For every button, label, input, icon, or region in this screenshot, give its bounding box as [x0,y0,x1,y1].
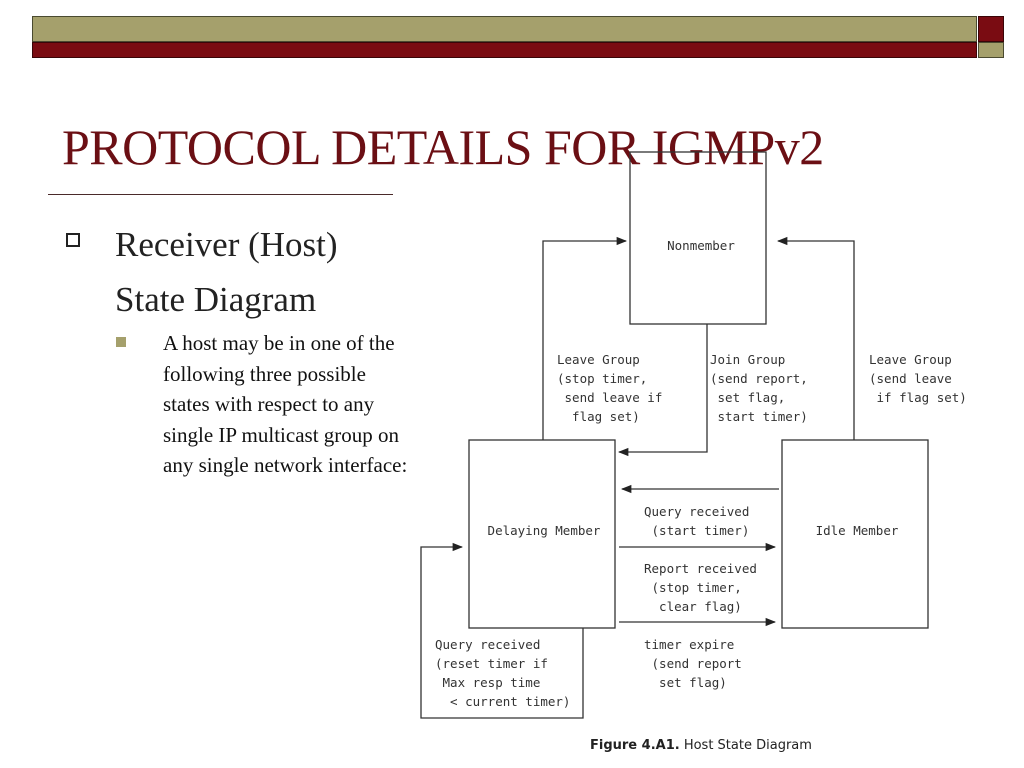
svg-text:(reset timer if: (reset timer if [435,656,548,671]
hollow-square-bullet-icon [66,233,80,247]
svg-text:(send leave: (send leave [869,371,952,386]
svg-text:start timer): start timer) [710,409,808,424]
label-join-group: Join Group (send report, set flag, start… [710,352,808,424]
svg-text:Join Group: Join Group [710,352,785,367]
bullet-level2: A host may be in one of the following th… [163,331,408,477]
header-corner-red [978,16,1004,42]
state-idle-label: Idle Member [816,523,899,538]
figure-caption: Figure 4.A1. Host State Diagram [590,738,812,753]
arrow-delaying-self-loop [420,542,584,719]
label-query-received-reset: Query received (reset timer if Max resp … [435,637,570,709]
label-leave-group-idle: Leave Group (send leave if flag set) [869,352,967,405]
svg-text:(stop timer,: (stop timer, [644,580,742,595]
svg-text:Leave Group: Leave Group [869,352,952,367]
svg-text:Max resp time: Max resp time [435,675,540,690]
title-underline [48,194,393,195]
svg-text:set flag): set flag) [644,675,727,690]
header-bar-red [32,42,977,58]
header-corner-olive [978,42,1004,58]
label-report-received: Report received (stop timer, clear flag) [644,561,757,614]
arrow-idle-to-nonmember [776,236,855,440]
svg-text:Report received: Report received [644,561,757,576]
bullet-level1: Receiver (Host) State Diagram [115,225,338,319]
state-nonmember-label: Nonmember [667,238,735,253]
label-leave-group-delaying: Leave Group (stop timer, send leave if f… [557,352,662,424]
label-timer-expires: timer expire (send report set flag) [644,637,742,690]
svg-text:< current timer): < current timer) [435,694,570,709]
svg-text:Leave Group: Leave Group [557,352,640,367]
header-bar-olive [32,16,977,42]
arrow-delaying-to-nonmember [542,236,628,440]
svg-text:(start timer): (start timer) [644,523,749,538]
svg-text:(stop timer,: (stop timer, [557,371,647,386]
state-idle-member [781,439,929,629]
state-delaying-member [468,439,616,629]
svg-text:if flag set): if flag set) [869,390,967,405]
svg-text:(send report: (send report [644,656,742,671]
svg-text:(send report,: (send report, [710,371,808,386]
slide-title: PROTOCOL DETAILS FOR IGMPv2 [62,119,824,175]
svg-text:flag set): flag set) [557,409,640,424]
arrow-nonmember-to-delaying [617,324,708,457]
svg-text:timer expire: timer expire [644,637,734,652]
label-query-received-start: Query received (start timer) [644,504,749,538]
svg-text:Query received: Query received [435,637,540,652]
svg-text:Query received: Query received [644,504,749,519]
svg-text:send leave if: send leave if [557,390,662,405]
square-bullet-icon [116,337,126,347]
state-delaying-label: Delaying Member [488,523,601,538]
state-nonmember [629,151,767,325]
svg-text:set flag,: set flag, [710,390,785,405]
svg-text:clear flag): clear flag) [644,599,742,614]
